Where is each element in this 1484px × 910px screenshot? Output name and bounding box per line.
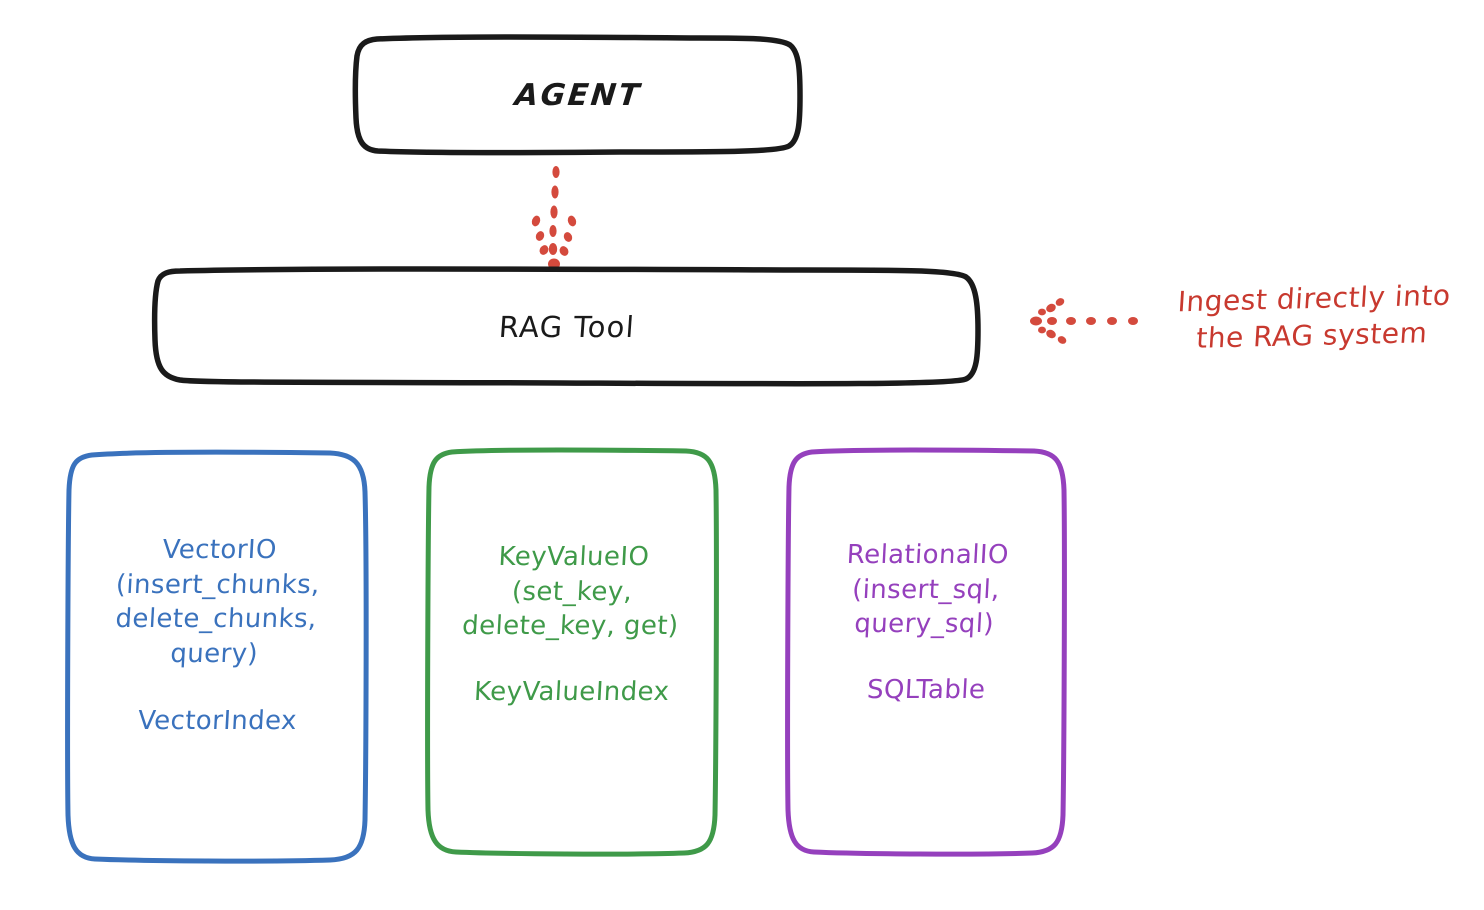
relational-io-signature: RelationalIO (insert_sql, query_sql) [846, 539, 1010, 639]
vector-index-label: VectorIndex [136, 705, 298, 736]
key-value-io-node[interactable]: KeyValueIO (set_key, delete_key, get) Ke… [428, 450, 716, 853]
agent-node[interactable]: AGENT [355, 38, 801, 153]
agent-to-ragtool-arrow [531, 166, 577, 270]
ragtool-box-outline [151, 266, 981, 387]
relational-box-outline [785, 447, 1067, 857]
relational-io-node[interactable]: RelationalIO (insert_sql, query_sql) SQL… [788, 450, 1064, 853]
ingest-annotation-text: Ingest directly into the RAG system [1176, 278, 1452, 356]
agent-box-outline [352, 34, 803, 156]
vector-box-outline [65, 449, 369, 864]
rag-tool-node[interactable]: RAG Tool [155, 270, 979, 383]
annotation-to-ragtool-arrow [1030, 298, 1138, 344]
relational-io-text-block: RelationalIO (insert_sql, query_sql) SQL… [845, 538, 1010, 706]
keyvalue-box-outline [425, 447, 719, 857]
key-value-index-label: KeyValueIndex [473, 677, 671, 708]
key-value-io-signature: KeyValueIO (set_key, delete_key, get) [461, 541, 680, 641]
agent-label: AGENT [512, 78, 644, 113]
rag-tool-label: RAG Tool [497, 309, 637, 344]
vector-io-node[interactable]: VectorIO (insert_chunks, delete_chunks, … [68, 452, 366, 861]
sql-table-label: SQLTable [866, 675, 986, 706]
key-value-io-text-block: KeyValueIO (set_key, delete_key, get) Ke… [461, 540, 680, 708]
vector-io-text-block: VectorIO (insert_chunks, delete_chunks, … [115, 533, 321, 736]
vector-io-signature: VectorIO (insert_chunks, delete_chunks, … [114, 535, 321, 670]
